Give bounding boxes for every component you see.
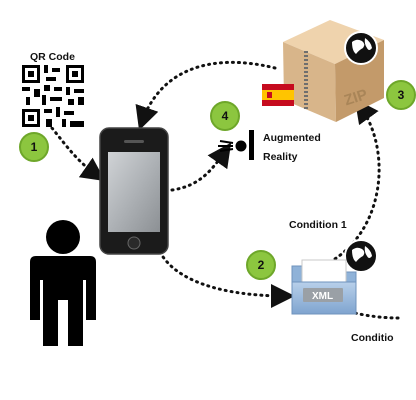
connector-phone-to-xml [158, 250, 295, 308]
diagram-canvas: QR Code 1 2 4 3 [19, 20, 416, 346]
step-badge-3: 3 [386, 80, 416, 110]
spain-flag-icon [262, 84, 294, 106]
person-icon [30, 220, 96, 346]
zip-text: ZIP [342, 86, 369, 109]
connector-zip-to-phone [135, 60, 277, 131]
augmented-reality-label-1: Augmented [263, 132, 321, 144]
step-badge-4: 4 [210, 101, 240, 131]
connector-phone-to-ar [170, 142, 232, 192]
augmented-reality-label-2: Reality [263, 151, 298, 163]
xml-text: XML [312, 291, 333, 302]
smartphone-icon [99, 127, 169, 255]
zip-archive-icon: ZIP [283, 20, 384, 122]
connector-paths [50, 60, 402, 320]
step-badge-2: 2 [246, 250, 276, 280]
condition-label-cut: Conditio [351, 332, 394, 344]
qr-code-label: QR Code [30, 51, 75, 63]
xml-folder-icon: XML [291, 259, 357, 315]
qr-code-icon [22, 65, 84, 127]
connector-qr-to-phone [50, 126, 106, 182]
condition-1-label: Condition 1 [289, 219, 347, 231]
globe-icon [344, 31, 378, 273]
step-badge-1: 1 [19, 132, 49, 162]
augmented-reality-icon [218, 130, 254, 160]
